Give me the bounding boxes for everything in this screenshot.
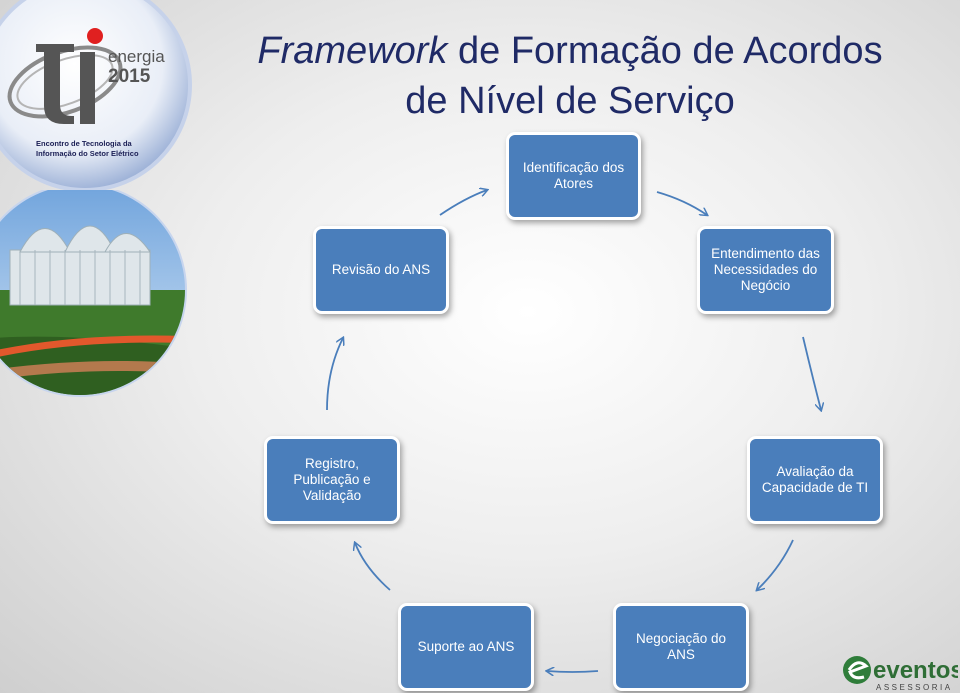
step-line: Necessidades do bbox=[713, 262, 818, 277]
step-line: Capacidade de TI bbox=[761, 480, 869, 495]
title-line2: de Nível de Serviço bbox=[405, 80, 735, 122]
step-line: Avaliação da bbox=[776, 464, 854, 479]
step-line: Revisão do ANS bbox=[331, 262, 431, 277]
arrow-identificacao-to-entendimento bbox=[656, 191, 707, 215]
arrow-revisao-to-identificacao bbox=[439, 190, 487, 216]
step-line: Registro, bbox=[304, 456, 360, 471]
brand-tag: ASSESSORIA bbox=[876, 683, 953, 692]
page-title: Framework de Formação de Acordos de Níve… bbox=[230, 26, 910, 126]
step-line: Entendimento das bbox=[711, 246, 820, 261]
logo-year: 2015 bbox=[108, 66, 151, 87]
step-line: Identificação dos bbox=[522, 160, 625, 175]
step-line: Negociação do bbox=[635, 631, 727, 646]
ti-energia-2015-logo: energia 2015 Encontro de Tecnologia da I… bbox=[0, 0, 192, 192]
step-negociacao-do-ans: Negociação do ANS bbox=[613, 603, 749, 691]
arrow-registro-to-revisao bbox=[326, 338, 343, 411]
logo-caption-line1: Encontro de Tecnologia da bbox=[36, 139, 133, 148]
step-revisao-do-ans: Revisão do ANS bbox=[313, 226, 449, 314]
step-line: Negócio bbox=[740, 278, 791, 293]
step-identificacao-dos-atores: Identificação dos Atores bbox=[506, 132, 641, 220]
step-line: ANS bbox=[667, 647, 695, 662]
step-line: Atores bbox=[553, 176, 593, 191]
step-avaliacao-da-capacidade: Avaliação da Capacidade de TI bbox=[747, 436, 883, 524]
eventos-assessoria-logo: eventos ASSESSORIA bbox=[843, 656, 958, 692]
arrow-negociacao-to-suporte bbox=[547, 671, 599, 672]
arrow-avaliacao-to-negociacao bbox=[757, 539, 794, 590]
arrow-entendimento-to-avaliacao bbox=[802, 336, 821, 410]
step-suporte-ao-ans: Suporte ao ANS bbox=[398, 603, 534, 691]
title-emphasis: Framework bbox=[257, 30, 448, 72]
logo-caption-line2: Informação do Setor Elétrico bbox=[36, 149, 139, 158]
arrow-suporte-to-registro bbox=[355, 543, 391, 591]
step-line: Validação bbox=[302, 488, 362, 503]
logo-word: energia bbox=[108, 47, 165, 66]
title-line1-rest: de Formação de Acordos bbox=[447, 30, 883, 72]
step-registro-publicacao-validacao: Registro, Publicação e Validação bbox=[264, 436, 400, 524]
greenhouse-photo bbox=[0, 190, 187, 397]
step-line: Suporte ao ANS bbox=[417, 639, 515, 654]
step-line: Publicação e bbox=[293, 472, 371, 487]
brand-name: eventos bbox=[873, 657, 958, 684]
step-entendimento-das-necessidades: Entendimento das Necessidades do Negócio bbox=[697, 226, 834, 314]
